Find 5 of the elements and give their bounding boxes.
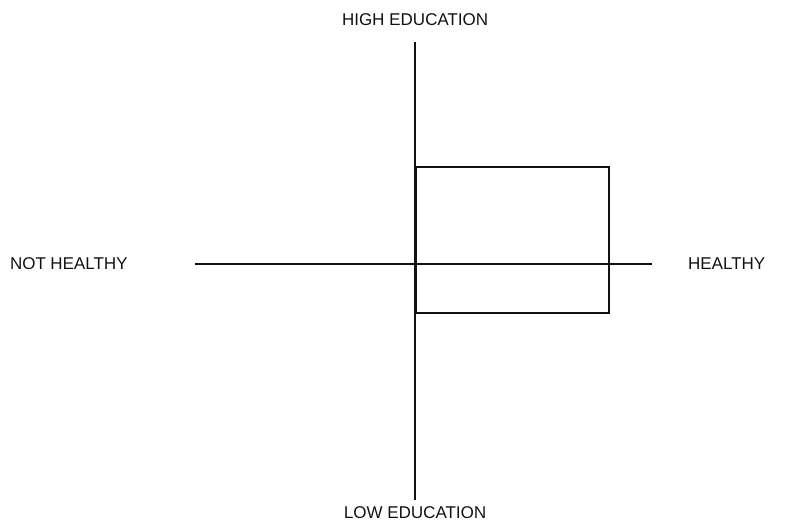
axis-label: NOT HEALTHY	[10, 254, 128, 274]
axis-label: LOW EDUCATION	[344, 503, 486, 523]
axis-label: HEALTHY	[688, 254, 766, 274]
region-rectangle	[415, 166, 610, 314]
axis-label: HIGH EDUCATION	[342, 10, 488, 30]
